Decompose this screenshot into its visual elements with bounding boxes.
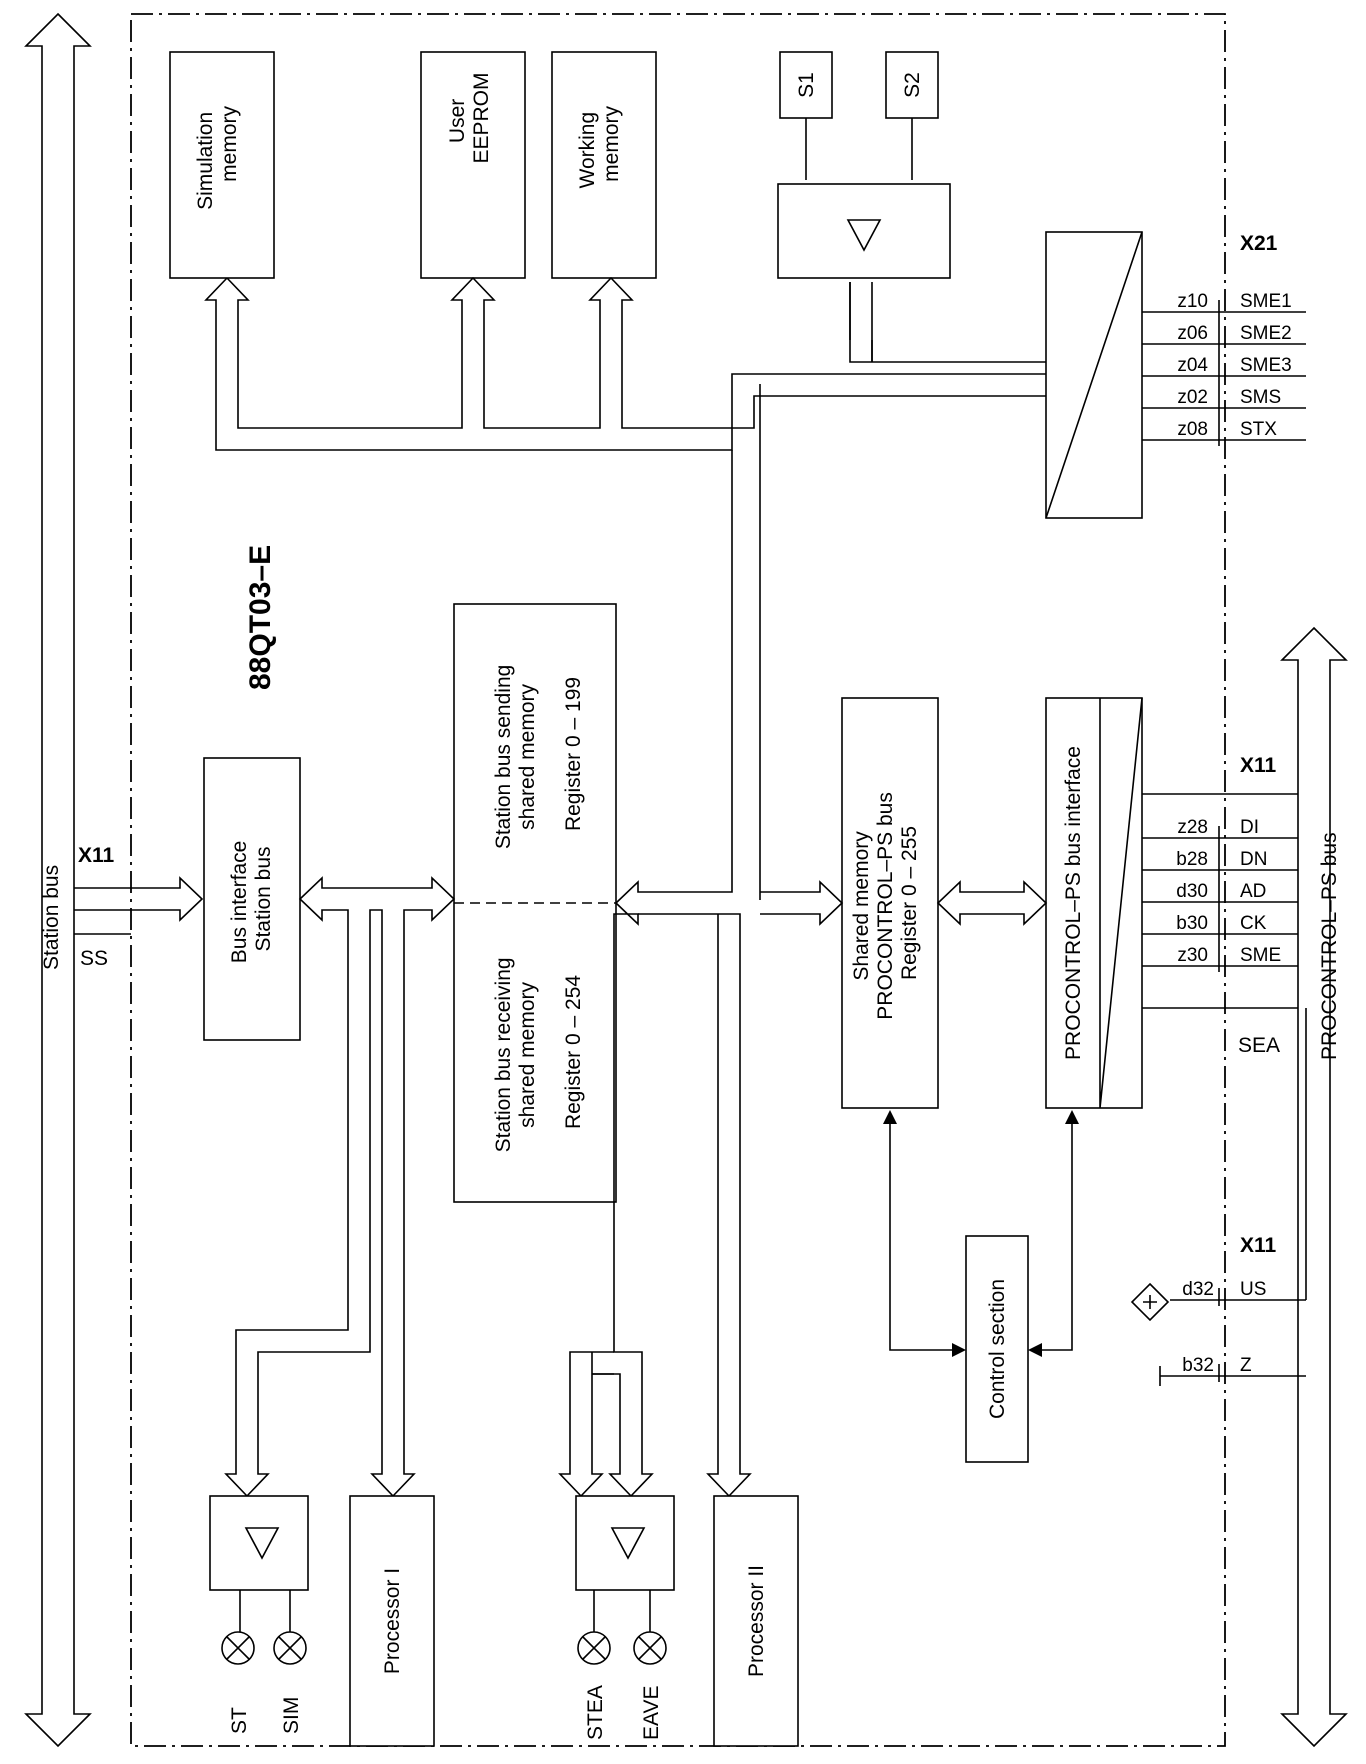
eave-led-icon [633,1631,667,1665]
led-driver-right-box [575,1495,675,1591]
x11-ps-pin: z30 [1177,945,1208,966]
station-bus-sending-label: Station bus sending shared memory Regist… [492,659,585,849]
sim-led-icon [273,1631,307,1665]
stea-led-icon [577,1631,611,1665]
x11-ps-pin: d30 [1176,881,1208,902]
x11-power-pin-list: d32 US b32 Z [1130,1008,1307,1386]
processor-2-box [713,1495,799,1747]
x21-pin: z10 [1177,291,1208,312]
bus-interface-station-box [203,757,301,1041]
x11-power-signal: Z [1240,1355,1252,1376]
x21-signal: SME2 [1240,323,1292,344]
control-section-box [965,1235,1029,1463]
left-x11-title: X11 [78,844,115,867]
user-eeprom-box [420,51,526,279]
processor-1-label: Processor I [381,1568,404,1674]
x21-pin: z08 [1177,419,1208,440]
procontrol-ps-bus-label: PROCONTROL–PS bus [1318,832,1341,1060]
x21-signal: SME3 [1240,355,1292,376]
user-eeprom-label: User EEPROM [446,72,493,163]
switch-driver-triangle [846,219,882,252]
simulation-memory-box [169,51,275,279]
shared-memory-ps-label: Shared memory PROCONTROL–PS bus Register… [850,786,921,1019]
s1-switch [779,51,833,119]
x11-power-pin: b32 [1182,1355,1214,1376]
shared-memory-ps-box [841,697,939,1109]
ps-bus-interface-label: PROCONTROL–PS bus interface [1062,746,1085,1060]
s2-switch [885,51,939,119]
led-driver-left-triangle [244,1527,280,1560]
led-st-label: ST [228,1707,251,1734]
left-ss-label: SS [80,947,108,970]
procontrol-ps-bus-arrow [1280,626,1348,1748]
x21-title: X21 [1240,232,1278,255]
x11-ps-pin: b30 [1176,913,1208,934]
x11-ps-pin: z28 [1177,817,1208,838]
led-eave-label: EAVE [640,1686,663,1740]
x11-ps-signal: DN [1240,849,1267,870]
ps-bus-interface-box [1045,697,1143,1109]
x11-ps-signal: DI [1240,817,1259,838]
processor-2-label: Processor II [745,1565,768,1677]
module-frame [130,13,1226,1747]
control-section-label: Control section [986,1279,1009,1419]
x21-signal: SME1 [1240,291,1292,312]
x11-ps-signal: SME [1240,945,1281,966]
x21-signal: STX [1240,419,1277,440]
x11-ps-signal: AD [1240,881,1266,902]
led-driver-left-box [209,1495,309,1591]
x11-sea-label: SEA [1238,1034,1280,1057]
station-bus-label: Station bus [40,865,63,970]
station-internal-bus [224,876,456,1498]
x21-pin-list: z10 SME1 z06 SME2 z04 SME3 z02 SMS z08 S… [1142,291,1306,446]
module-id: 88QT03–E [244,545,277,690]
control-lines [883,1110,1079,1357]
working-memory-label: Working memory [576,106,623,189]
x11-ps-signal: CK [1240,913,1267,934]
x11-ps-pin-list: z28 DI b28 DN d30 AD b30 CK z30 SME [1142,817,1298,972]
x11-power-title: X11 [1240,1234,1277,1257]
processor-1-box [349,1495,435,1747]
top-internal-bus [204,276,1046,900]
led-stea-label: STEA [584,1685,607,1740]
switch-driver-box [777,183,951,279]
x21-pin: z06 [1177,323,1208,344]
simulation-memory-label: Simulation memory [194,106,241,210]
led-sim-label: SIM [280,1697,303,1734]
x11-ps-pin: b28 [1176,849,1208,870]
x11-power-pin: d32 [1182,1279,1214,1300]
station-bus-receiving-label: Station bus receiving shared memory Regi… [492,952,585,1153]
bus-interface-station-label: Bus interface Station bus [228,835,275,963]
working-memory-box [551,51,657,279]
st-led-icon [221,1631,255,1665]
x21-pin: z02 [1177,387,1208,408]
x11-ps-title: X11 [1240,754,1277,777]
s1-label: S1 [795,72,818,98]
ps-internal-bus [558,450,844,1498]
led-driver-right-triangle [610,1527,646,1560]
x11-power-signal: US [1240,1279,1266,1300]
x21-pin: z04 [1177,355,1208,376]
s2-label: S2 [901,72,924,98]
station-bus-arrow [24,12,92,1748]
x21-signal: SMS [1240,387,1281,408]
